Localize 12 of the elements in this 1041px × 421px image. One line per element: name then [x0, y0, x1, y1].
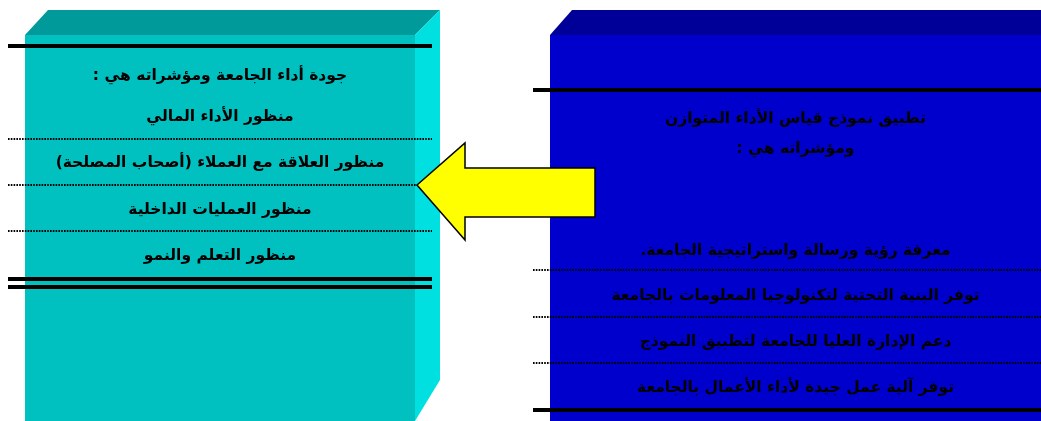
list-item: توفر آلية عمل جيدة لأداء الأعمال بالجامعة [636, 376, 955, 398]
list-item: دعم الإدارة العليا للجامعة لتطبيق النموذج [638, 331, 953, 352]
list-item: منظور العلاقة مع العملاء (أصحاب المصلحة) [54, 151, 386, 173]
panel-heading: تطبيق نموذج قياس الأداء المتوازن ومؤشراته هي : [664, 107, 927, 160]
list-item: منظور التعلم والنمو [142, 245, 298, 266]
list-item: منظور العمليات الداخلية [127, 199, 313, 220]
block-arrow [415, 141, 596, 242]
panel-box [550, 35, 1041, 421]
list-item: منظور الأداء المالي [145, 105, 295, 128]
list-item: توفر البنية التحتية لتكنولوجيا المعلومات بالجامعة [610, 285, 981, 306]
panel-heading: جودة أداء الجامعة ومؤشراته هي : [91, 64, 349, 87]
list-item: معرفة رؤية ورسالة واستراتيجية الجامعة. [639, 240, 952, 261]
